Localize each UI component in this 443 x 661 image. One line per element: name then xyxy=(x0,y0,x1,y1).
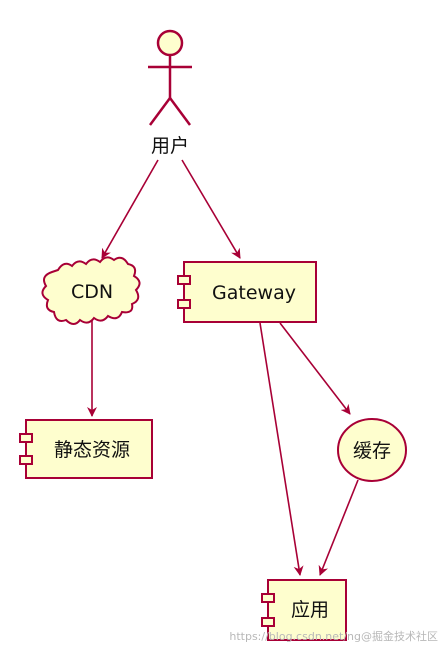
static-tab-top xyxy=(19,433,33,443)
edge-cache-app xyxy=(318,479,359,576)
app-tab-bottom xyxy=(261,617,275,627)
static-label: 静态资源 xyxy=(54,439,130,461)
static-box xyxy=(25,419,153,479)
edge-gateway-cache xyxy=(279,322,351,415)
edges xyxy=(87,159,359,576)
node-static: 静态资源 xyxy=(19,419,153,479)
cdn-cloud-shape xyxy=(41,256,141,325)
edge-gateway-app xyxy=(259,322,304,576)
watermark: https://blog.csdn.net/ng@掘金技术社区 xyxy=(229,629,438,643)
app-tab-top xyxy=(261,593,275,603)
gateway-tab-bottom xyxy=(177,299,191,309)
edge-user-cdn xyxy=(101,159,159,259)
gateway-label: Gateway xyxy=(212,282,296,304)
cache-ellipse xyxy=(337,418,407,482)
node-gateway: Gateway xyxy=(177,261,317,323)
static-tab-bottom xyxy=(19,455,33,465)
actor-head xyxy=(156,29,184,57)
actor-label: 用户 xyxy=(151,135,189,157)
cache-label: 缓存 xyxy=(353,440,391,462)
actor-user: 用户 xyxy=(148,29,192,157)
actor-leg-right xyxy=(168,97,192,126)
app-label: 应用 xyxy=(291,599,329,621)
cdn-label: CDN xyxy=(71,281,113,303)
edge-user-gateway xyxy=(181,159,241,259)
node-cache: 缓存 xyxy=(337,418,407,482)
gateway-tab-top xyxy=(177,275,191,285)
node-cdn: CDN xyxy=(41,256,141,325)
app-box xyxy=(267,579,347,641)
actor-leg-left xyxy=(148,97,172,126)
gateway-box xyxy=(183,261,317,323)
node-app: 应用 xyxy=(261,579,347,641)
